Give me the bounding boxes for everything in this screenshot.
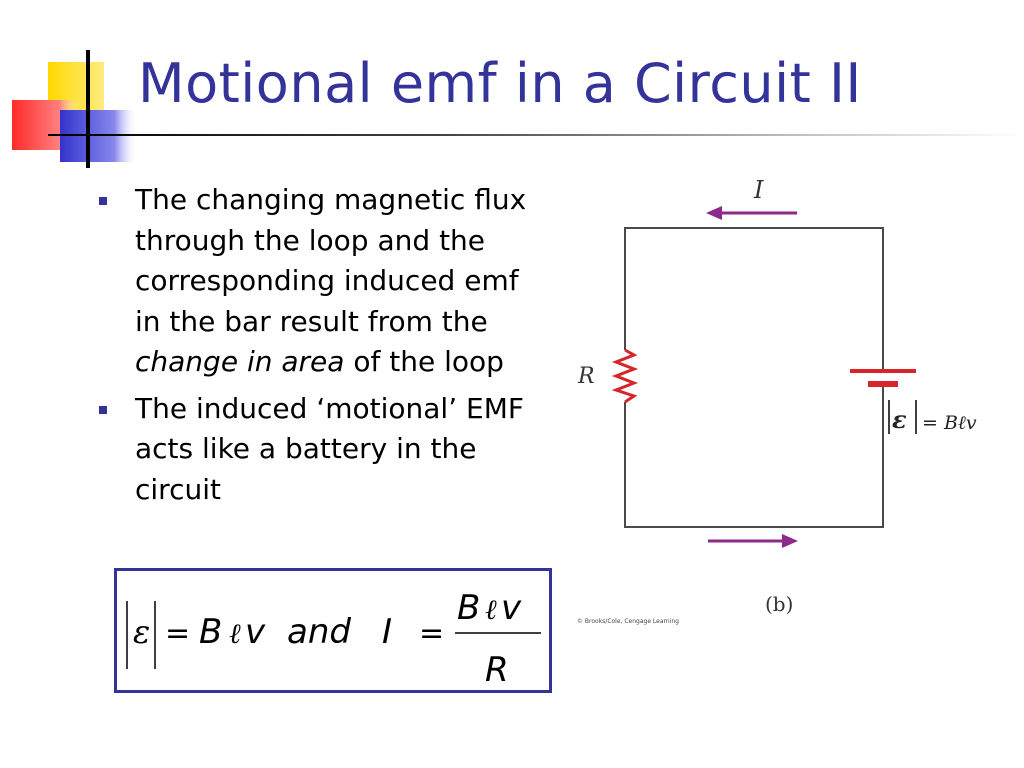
equation: ε = B ℓ v and I = B ℓ v R [126, 588, 541, 690]
emf-symbol: ε [133, 613, 150, 651]
bullet-list: The changing magnetic flux through the l… [95, 180, 545, 516]
wire-bottom [624, 386, 884, 528]
bottom-arrowhead [782, 534, 798, 548]
title-underline [60, 134, 1024, 136]
eq-and: and [287, 612, 351, 652]
equation-box: ε = B ℓ v and I = B ℓ v R [114, 568, 552, 693]
bullet-square-icon [99, 197, 107, 205]
bullet-2-text: The induced ‘motional’ EMF acts like a b… [135, 391, 524, 506]
slide-title: Motional emf in a Circuit II [138, 52, 862, 115]
eq-v: v [245, 612, 266, 652]
bullet-1-emphasis: change in area [135, 345, 345, 378]
panel-label: (b) [765, 592, 793, 616]
eq-ell: ℓ [229, 617, 241, 650]
eq-I: I [382, 612, 392, 652]
numerator-B: B [457, 588, 480, 628]
circuit-diagram: R ε = Bℓv I (b) [577, 176, 977, 616]
battery-short-plate [868, 381, 898, 387]
bullet-item-2: The induced ‘motional’ EMF acts like a b… [95, 389, 545, 511]
wire-top [624, 227, 884, 372]
image-credit: © Brooks/Cole, Cengage Learning [577, 618, 679, 625]
top-arrowhead [706, 206, 722, 220]
resistor-label: R [577, 364, 595, 389]
bullet-item-1: The changing magnetic flux through the l… [95, 180, 545, 383]
numerator-v: v [501, 588, 522, 628]
current-label: I [753, 176, 764, 204]
numerator-ell: ℓ [485, 593, 497, 626]
bullet-square-icon [99, 405, 107, 414]
battery-emf-label: = Bℓv [922, 412, 977, 434]
eq-B: B [199, 612, 222, 652]
equals-sign-1: = [165, 616, 190, 651]
resistor [611, 348, 639, 404]
corner-decoration [12, 50, 150, 168]
battery-emf-symbol: ε [892, 405, 907, 434]
bullet-1-text-end: of the loop [344, 345, 504, 378]
equals-sign-2: = [419, 616, 444, 651]
denominator-R: R [485, 650, 509, 690]
battery-long-plate [850, 369, 916, 373]
bullet-1-text-start: The changing magnetic flux through the l… [135, 183, 527, 338]
